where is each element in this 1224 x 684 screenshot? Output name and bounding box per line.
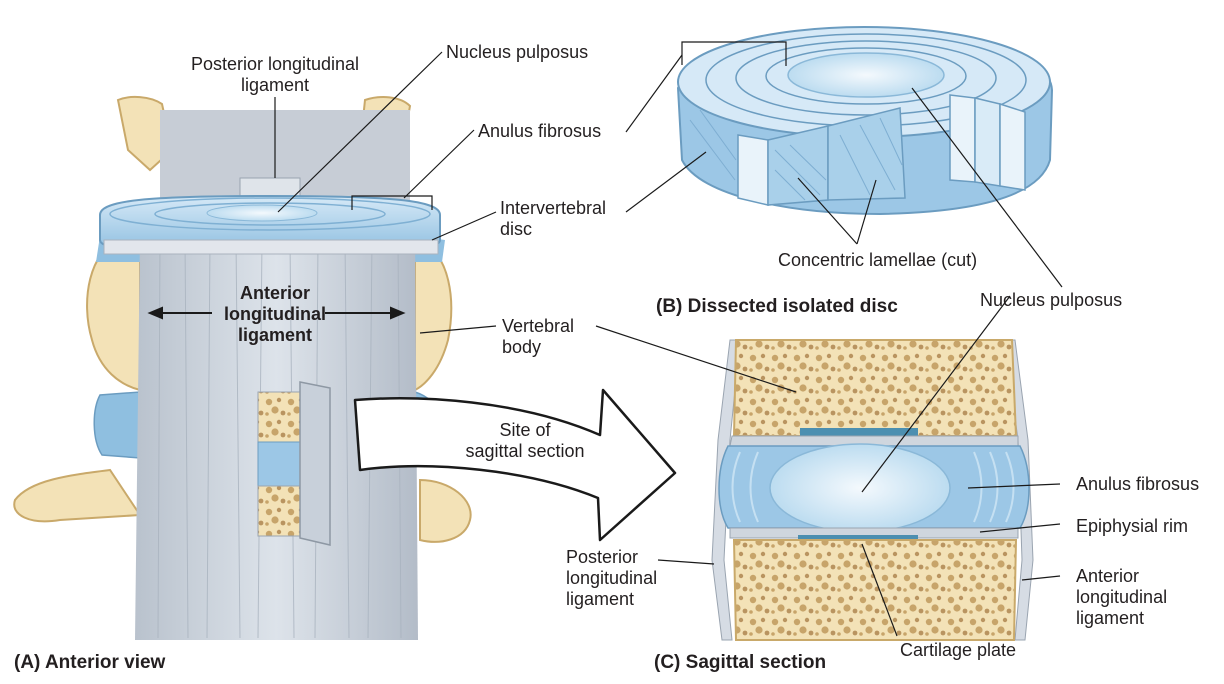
anulus-rings <box>109 197 431 231</box>
label-posterior-ligament-a-line2: ligament <box>240 75 310 95</box>
vertebral-endplate <box>103 239 439 255</box>
label-vertebral-body-line1: Vertebral <box>502 316 575 336</box>
label-vertebral-body-line2: body <box>502 337 542 357</box>
label-anterior-c-line2: longitudinal <box>1076 587 1168 607</box>
section-window <box>257 381 331 546</box>
upper-vertebra-c <box>732 339 1018 437</box>
posterior-process-left <box>116 95 174 172</box>
caption-c: (C) Sagittal section <box>654 652 827 673</box>
label-vertebral-body: Vertebral body <box>502 316 574 358</box>
label-nucleus-a: Nucleus pulposus <box>446 42 589 62</box>
label-posterior-c-line2: longitudinal <box>566 568 658 588</box>
vertebral-body-left <box>86 239 141 392</box>
label-anterior-ligament-a-line3: ligament <box>237 325 312 345</box>
disc-lamellae-c <box>731 451 1015 523</box>
label-lamellae-b: Concentric lamellae (cut) <box>778 250 978 270</box>
label-posterior-ligament-a: Posterior longitudinal ligament <box>160 54 390 96</box>
label-anterior-ligament-a: Anterior longitudinal ligament <box>195 283 355 346</box>
label-section-site-line2: sagittal section <box>465 441 585 461</box>
label-anterior-c-line3: ligament <box>1076 608 1145 628</box>
label-anterior-c-line1: Anterior <box>1076 566 1140 586</box>
label-section-site-line1: Site of <box>499 420 551 440</box>
label-ivd: Intervertebral disc <box>500 198 606 240</box>
label-posterior-c-line1: Posterior <box>566 547 639 567</box>
panel-a-anterior-view <box>13 51 677 640</box>
label-section-site: Site of sagittal section <box>440 420 610 462</box>
caption-a: (A) Anterior view <box>14 652 166 673</box>
fiber-hatch-b <box>689 109 903 201</box>
label-posterior-ligament-a-line1: Posterior longitudinal <box>190 54 360 74</box>
double-arrow <box>147 306 406 320</box>
label-anulus-a: Anulus fibrosus <box>478 121 602 141</box>
label-ivd-line1: Intervertebral <box>500 198 607 218</box>
nucleus-b <box>787 52 945 98</box>
nucleus-top <box>206 204 318 222</box>
label-posterior-c-line3: ligament <box>566 589 635 609</box>
panel-c-sagittal-section <box>595 295 1061 641</box>
caption-b: (B) Dissected isolated disc <box>656 296 898 317</box>
transverse-process-left <box>13 468 142 523</box>
lower-disc-left <box>93 391 141 459</box>
panel-b-dissected-disc <box>625 26 1063 288</box>
label-anulus-c: Anulus fibrosus <box>1076 474 1200 494</box>
nucleus-c <box>769 443 951 533</box>
leader-lines-c <box>595 295 1061 637</box>
vertebral-body-right <box>414 239 453 392</box>
label-anterior-ligament-a-line2: longitudinal <box>224 304 326 324</box>
label-epiphysial-c: Epiphysial rim <box>1076 516 1189 536</box>
leader-lines-a <box>274 51 497 334</box>
label-posterior-c: Posterior longitudinal ligament <box>566 547 657 610</box>
anulus-ring-inner <box>154 202 386 226</box>
section-arrow <box>353 388 677 542</box>
label-cartilage-c: Cartilage plate <box>900 640 1017 660</box>
label-ivd-line2: disc <box>500 219 533 239</box>
label-nucleus-b: Nucleus pulposus <box>980 290 1123 310</box>
label-anterior-c: Anterior longitudinal ligament <box>1076 566 1167 629</box>
leader-lines-b <box>625 41 1063 288</box>
label-anterior-ligament-a-line1: Anterior <box>239 283 310 303</box>
lower-vertebra-c <box>732 539 1018 641</box>
transverse-process-right <box>419 478 472 543</box>
